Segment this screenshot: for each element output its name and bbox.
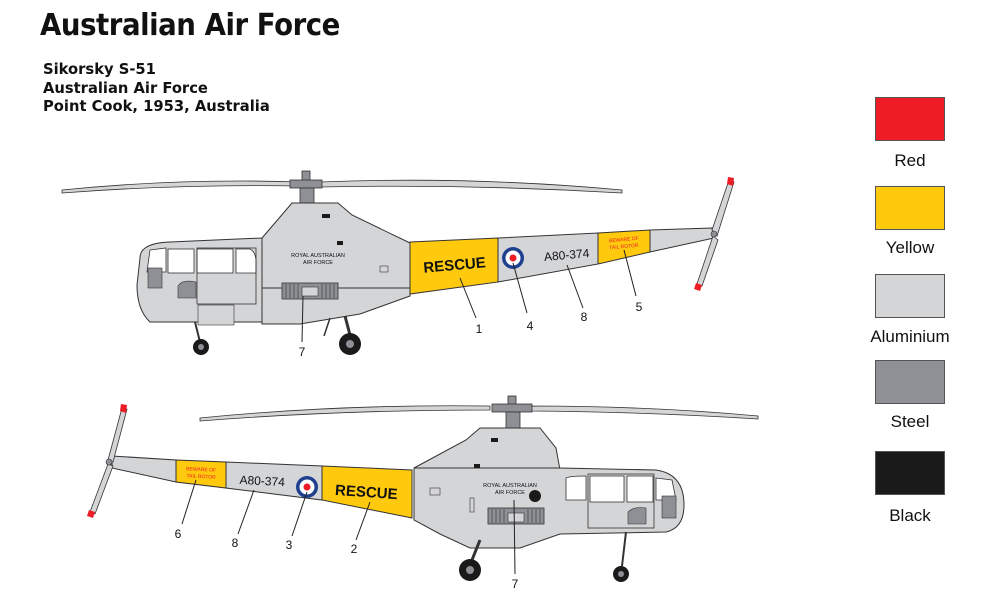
swatch-yellow <box>875 186 945 230</box>
callout-number: 4 <box>527 319 534 333</box>
swatch-label: Yellow <box>885 238 935 257</box>
swatch-red <box>875 97 945 141</box>
helicopter-right-side: RESCUE A80-374 ROYAL AUSTRALIAN AIR FORC… <box>87 395 759 591</box>
helicopter-left-side: RESCUE A80-374 ROYAL AUSTRALIAN AIR FORC… <box>61 170 735 359</box>
callout-number: 8 <box>232 536 239 550</box>
swatch-label: Aluminium <box>870 327 950 346</box>
swatch-black <box>875 451 945 495</box>
tail-warning-text: TAIL ROTOR <box>186 473 216 481</box>
callout-number: 7 <box>299 345 306 359</box>
callout-number: 1 <box>476 322 483 336</box>
rescue-text: RESCUE <box>423 254 487 276</box>
callout-number: 3 <box>286 538 293 552</box>
rescue-text: RESCUE <box>335 482 399 503</box>
swatch-steel <box>875 360 945 404</box>
callout-number: 5 <box>636 300 643 314</box>
callout-number: 7 <box>512 577 519 591</box>
roundel <box>296 476 318 498</box>
main-rotor-blade <box>319 179 623 194</box>
tail-rotor-blade <box>696 235 719 287</box>
swatch-label: Black <box>889 506 931 525</box>
swatch-aluminium <box>875 274 945 318</box>
aircraft-type: Sikorsky S-51 <box>43 60 156 78</box>
tail-rotor-blade <box>711 179 735 237</box>
serial-number: A80-374 <box>239 473 285 489</box>
tail-warning-text: TAIL ROTOR <box>609 243 639 252</box>
main-rotor-blade <box>199 405 491 422</box>
raaf-marking: ROYAL AUSTRALIAN <box>483 483 537 489</box>
raaf-marking: ROYAL AUSTRALIAN <box>291 253 345 259</box>
swatch-label: Steel <box>890 412 930 431</box>
raaf-marking: AIR FORCE <box>495 490 525 496</box>
location-date: Point Cook, 1953, Australia <box>43 97 270 115</box>
operator: Australian Air Force <box>43 79 208 97</box>
callout-number: 2 <box>351 542 358 556</box>
page-title: Australian Air Force <box>40 8 340 43</box>
tail-warning-text: BEWARE OF <box>186 466 216 474</box>
tail-rotor-blade <box>107 407 128 463</box>
serial-number: A80-374 <box>543 246 590 264</box>
callout-number: 6 <box>175 527 182 541</box>
swatch-label: Red <box>894 151 926 170</box>
main-rotor-blade <box>61 180 301 194</box>
main-rotor-blade <box>529 405 759 420</box>
tail-rotor-blade <box>89 463 114 515</box>
callout-number: 8 <box>581 310 588 324</box>
roundel <box>502 247 524 269</box>
raaf-marking: AIR FORCE <box>303 260 333 266</box>
tail-warning-text: BEWARE OF <box>609 236 639 245</box>
